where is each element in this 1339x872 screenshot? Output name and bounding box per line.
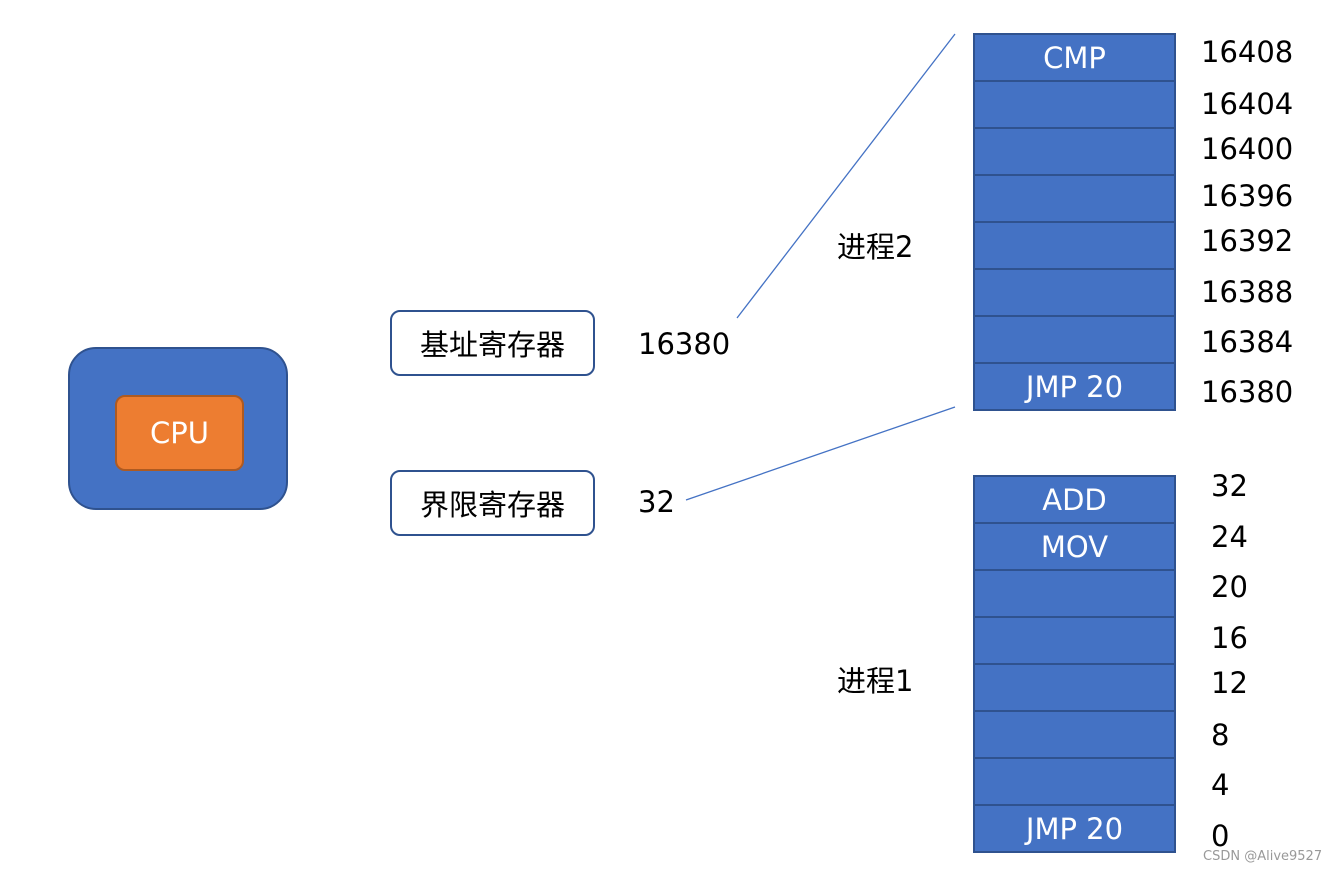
memory-cell (973, 618, 1176, 665)
limit-register-label: 界限寄存器 (419, 488, 565, 522)
base-register-label: 基址寄存器 (419, 328, 565, 362)
base-register-box: 基址寄存器 (390, 310, 595, 376)
cpu-box: CPU (115, 395, 244, 471)
process1-address: 8 (1211, 718, 1230, 752)
memory-cell (973, 571, 1176, 618)
process2-address: 16384 (1201, 325, 1294, 359)
process1-address: 12 (1211, 666, 1248, 700)
process2-address: 16392 (1201, 224, 1294, 258)
process1-address: 24 (1211, 520, 1248, 554)
process2-address: 16380 (1201, 375, 1294, 409)
process2-label: 进程2 (837, 230, 914, 264)
memory-cell (973, 270, 1176, 317)
memory-cell (973, 317, 1176, 364)
base-to-process2-line (736, 33, 956, 319)
memory-cell: MOV (973, 524, 1176, 571)
memory-cell (973, 759, 1176, 806)
process1-address: 4 (1211, 768, 1230, 802)
memory-cell (973, 665, 1176, 712)
process2-address: 16400 (1201, 132, 1294, 166)
process2-address: 16396 (1201, 179, 1294, 213)
process2-address: 16388 (1201, 275, 1294, 309)
process2-memory: CMP JMP 20 (973, 33, 1176, 411)
process2-address: 16408 (1201, 35, 1294, 69)
process1-address: 0 (1211, 819, 1230, 853)
limit-register-value: 32 (638, 485, 675, 519)
memory-cell: ADD (973, 477, 1176, 524)
memory-cell (973, 223, 1176, 270)
process1-label: 进程1 (837, 664, 914, 698)
process1-memory: ADD MOV JMP 20 (973, 475, 1176, 853)
memory-cell: JMP 20 (973, 364, 1176, 411)
memory-cell (973, 176, 1176, 223)
base-register-value: 16380 (638, 327, 731, 361)
memory-cell: CMP (973, 35, 1176, 82)
watermark: CSDN @Alive9527 (1203, 849, 1323, 864)
limit-register-box: 界限寄存器 (390, 470, 595, 536)
process1-address: 32 (1211, 469, 1248, 503)
memory-cell (973, 129, 1176, 176)
process1-address: 16 (1211, 621, 1248, 655)
memory-cell: JMP 20 (973, 806, 1176, 853)
process1-address: 20 (1211, 570, 1248, 604)
memory-cell (973, 712, 1176, 759)
limit-to-process2-line (685, 406, 956, 501)
process2-address: 16404 (1201, 87, 1294, 121)
memory-cell (973, 82, 1176, 129)
